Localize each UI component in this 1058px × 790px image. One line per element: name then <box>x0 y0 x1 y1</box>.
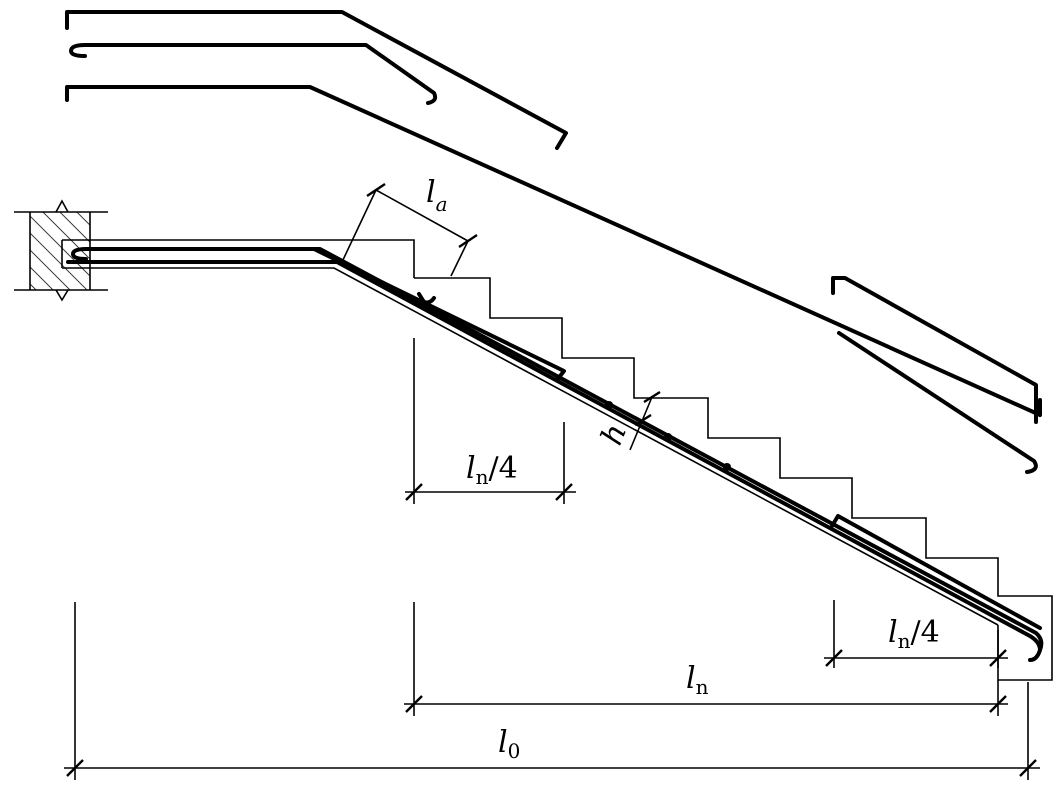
rebar-detail-top <box>65 10 568 150</box>
landing-slab-outline <box>62 239 415 278</box>
distribution-bars <box>420 300 731 471</box>
main-inner-rebar <box>66 260 1042 652</box>
stair-steps <box>414 277 1053 681</box>
rebar-detail-long <box>65 85 1042 417</box>
dimension-l0 <box>64 602 1040 780</box>
dimension-ln4-right <box>824 600 1008 668</box>
main-bottom-rebar <box>71 247 1044 662</box>
label-ln4-left: ln/4 <box>466 451 518 489</box>
dimension-h <box>629 390 661 451</box>
label-h: h <box>594 419 634 450</box>
label-la: la <box>426 175 448 216</box>
rebar-detail-right <box>831 276 1038 424</box>
label-l0: l0 <box>498 725 520 763</box>
rebar-detail-middle <box>69 43 438 105</box>
top-rebar-right <box>830 514 1042 630</box>
dimension-ln4-left <box>405 338 576 504</box>
dimension-la <box>341 183 478 277</box>
dimension-ln <box>404 602 1008 716</box>
top-rebar-left <box>312 247 566 382</box>
landing-slab-bottom <box>62 267 999 626</box>
rebar-detail-bottom-right <box>837 331 1038 474</box>
label-ln4-right: ln/4 <box>888 615 940 653</box>
label-ln: ln <box>686 661 709 699</box>
